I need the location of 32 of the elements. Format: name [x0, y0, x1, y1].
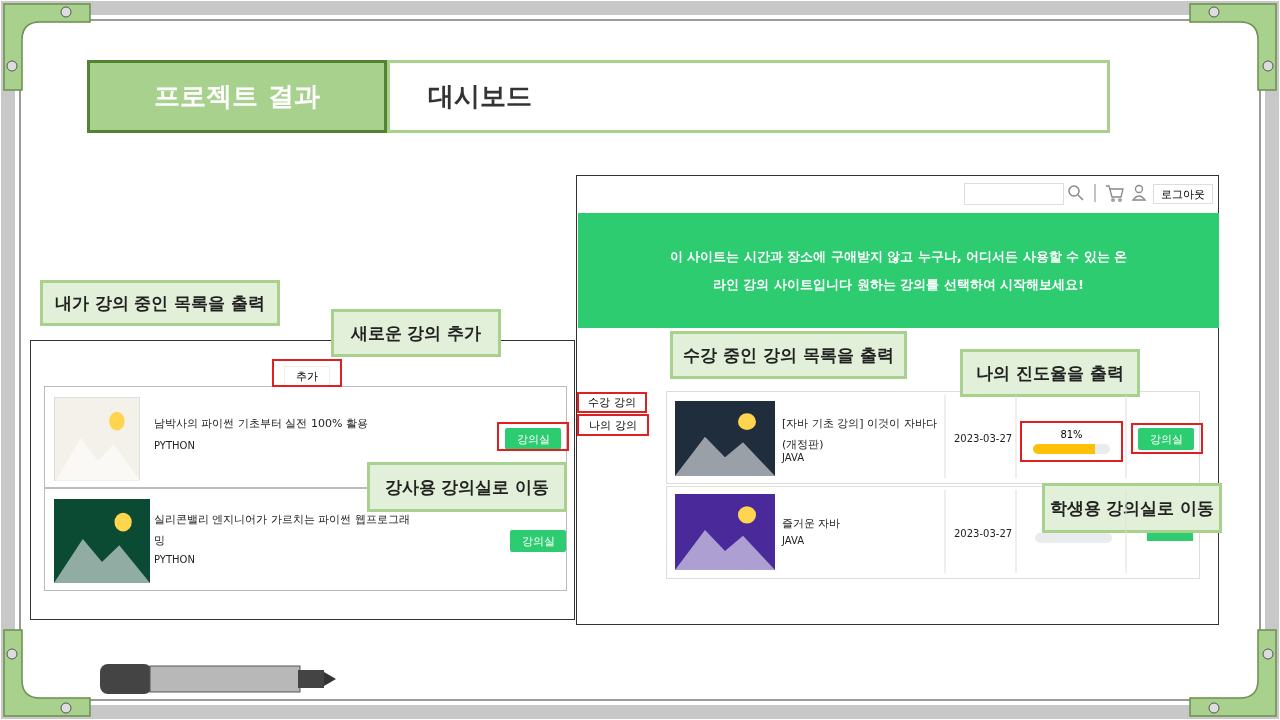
category-text: JAVA [782, 535, 805, 546]
course-title: 실리콘밸리 엔지니어가 가르치는 파이썬 웹프로그래밍 [154, 512, 411, 549]
screenshot-panel [30, 340, 575, 620]
category-text: JAVA [782, 452, 805, 463]
progress-bar [1035, 533, 1112, 543]
classroom-button: 강의실 [510, 530, 566, 552]
course-row [666, 391, 1200, 484]
course-thumbnail [675, 494, 775, 570]
course-thumbnail [675, 401, 775, 476]
menu-link: 나의 강의 [577, 414, 649, 436]
course-thumbnail [54, 499, 150, 583]
add-button: 추가 [284, 366, 330, 386]
section-tab: 프로젝트 결과 [87, 60, 387, 133]
section-heading: 대시보드 [387, 60, 1110, 133]
logout-button: 로그아웃 [1153, 184, 1213, 204]
course-title: [자바 기초 강의] 이것이 자바다(개정판) [782, 416, 938, 453]
screenshot-panel [576, 175, 1219, 625]
menu-link: 수강 강의 [577, 392, 647, 413]
course-thumbnail [54, 397, 140, 481]
date-text: 2023-03-27 [954, 433, 1013, 444]
annotation-tooltip: 내가 강의 중인 목록을 출력 [40, 280, 280, 326]
classroom-button: 강의실 [505, 428, 561, 450]
classroom-button: 강의실 [1138, 428, 1194, 450]
banner-text: 이 사이트는 시간과 장소에 구애받지 않고 누구나, 어디서든 사용할 수 있는 온라인 강의 사이트입니다 원하는 강의를 선택하여 시작해보세요! [578, 213, 1219, 328]
date-text: 2023-03-27 [954, 528, 1013, 539]
progress-indicator: 81% [1020, 421, 1123, 462]
course-title: 즐거운 자바 [782, 516, 842, 532]
category-text: PYTHON [154, 440, 195, 451]
search-field [964, 183, 1064, 205]
course-title: 남박사의 파이썬 기초부터 실전 100% 활용 [154, 416, 368, 431]
annotation-tooltip: 새로운 강의 추가 [331, 309, 501, 357]
category-text: PYTHON [154, 554, 195, 565]
